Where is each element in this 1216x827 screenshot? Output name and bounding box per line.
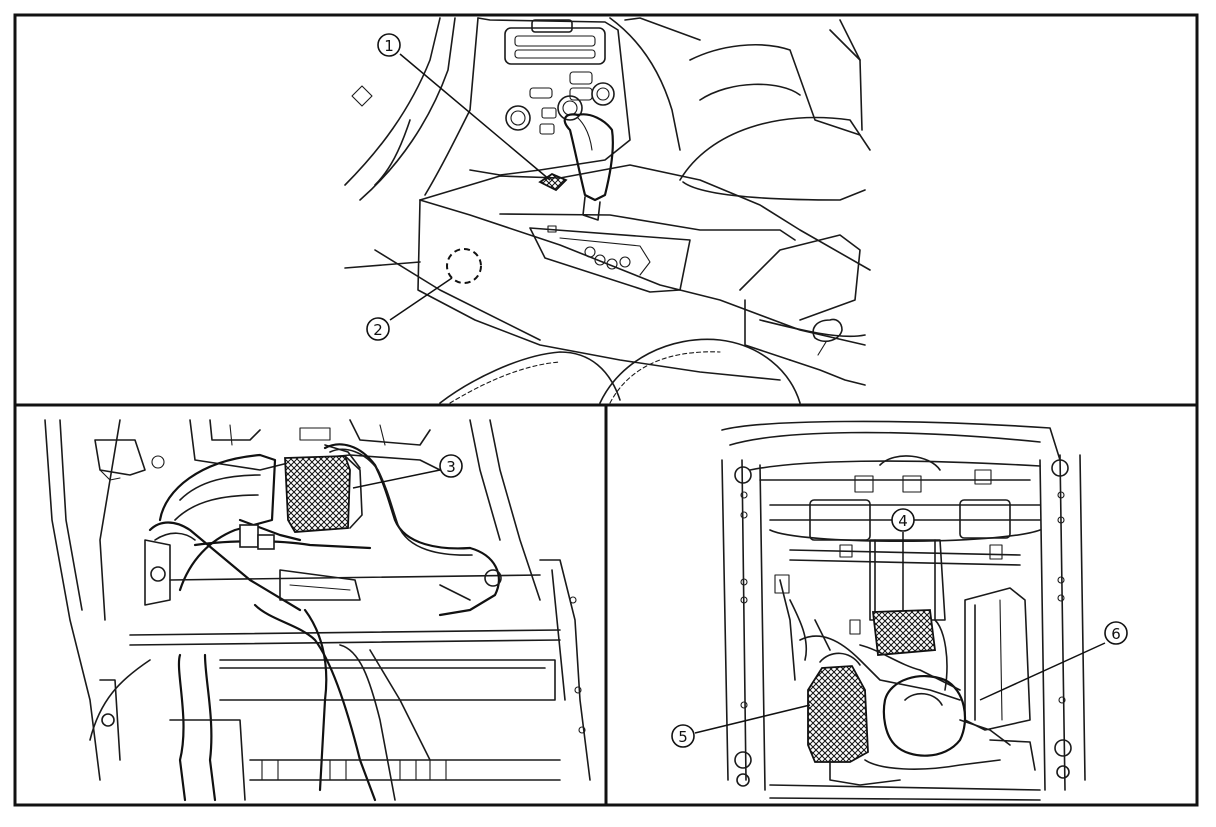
callout-5: 5 <box>671 724 695 748</box>
leader-5 <box>694 704 811 734</box>
callout-3-circle <box>439 454 463 478</box>
part-5-control-unit <box>807 665 869 763</box>
panel-bottom-right-seat-frame <box>721 420 1086 801</box>
callout-3: 3 <box>439 454 463 478</box>
panel-top-console <box>344 17 871 404</box>
callout-6-label: 6 <box>1111 625 1121 643</box>
callout-3-label: 3 <box>446 458 456 476</box>
callout-4-circle <box>891 508 915 532</box>
callout-1-label: 1 <box>384 37 394 55</box>
leader-3 <box>352 469 441 489</box>
callout-6-circle <box>1104 621 1128 645</box>
part-2-location-circle <box>446 248 482 284</box>
callout-2: 2 <box>366 317 390 341</box>
part-1-connector <box>538 172 568 192</box>
callout-2-label: 2 <box>373 321 383 339</box>
leader-1 <box>399 53 551 181</box>
callout-1-circle <box>377 33 401 57</box>
part-4-motor <box>871 609 937 656</box>
callout-5-circle <box>671 724 695 748</box>
panel-bottom-left-harness <box>44 419 591 802</box>
callout-6: 6 <box>1104 621 1128 645</box>
callout-4: 4 <box>891 508 915 532</box>
panel-frames <box>13 13 1199 807</box>
leader-lines <box>352 53 1106 734</box>
leader-2 <box>389 277 453 321</box>
callout-1: 1 <box>377 33 401 57</box>
callout-5-label: 5 <box>678 728 688 746</box>
callout-2-circle <box>366 317 390 341</box>
part-3-control-unit <box>284 455 351 533</box>
callout-4-label: 4 <box>898 512 908 530</box>
leader-6 <box>979 642 1106 701</box>
